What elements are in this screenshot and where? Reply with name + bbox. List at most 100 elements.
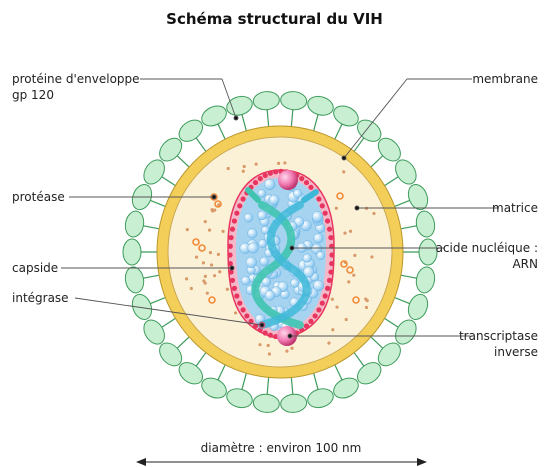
label-protease: protéase	[12, 189, 65, 205]
gp120-bead	[280, 393, 308, 413]
gp120-bead	[306, 94, 336, 118]
capsid-rim-dot	[323, 293, 328, 298]
matrix-dot	[210, 263, 213, 266]
matrix-dot	[335, 207, 338, 210]
capsid-sphere	[264, 179, 275, 190]
matrix-dot	[243, 165, 246, 168]
capsid-rim-dot	[323, 211, 328, 216]
matrix-dot	[202, 261, 205, 264]
capsid-sphere	[246, 257, 257, 268]
matrix-dot	[213, 274, 216, 277]
matrix-dot	[258, 343, 261, 346]
gp120-bead	[198, 374, 229, 402]
capsid-rim-dot	[230, 278, 235, 283]
capsid-rim-dot	[325, 286, 330, 291]
gp120-bead	[253, 90, 281, 110]
matrix-dot	[217, 253, 220, 256]
matrix-dot	[208, 229, 211, 232]
label-nucleic-acid-line1: acide nucléique :	[430, 240, 538, 256]
diameter-arrow	[136, 458, 427, 466]
matrix-dot	[349, 230, 352, 233]
capsid-rim-dot	[320, 301, 325, 306]
capsid-rim-dot	[329, 252, 334, 257]
capsid-rim-dot	[268, 333, 273, 338]
capsid-sphere	[293, 189, 302, 198]
label-membrane: membrane	[470, 71, 538, 87]
matrix-dot	[285, 350, 288, 353]
capsid-rim-dot	[263, 173, 268, 178]
matrix-dot	[221, 230, 224, 233]
capsid-rim-dot	[263, 330, 268, 335]
matrix-dot	[227, 167, 230, 170]
matrix-dot	[327, 342, 330, 345]
label-nucleic-acid-line2: ARN	[430, 256, 538, 272]
capsid-rim-dot	[228, 261, 233, 266]
capsid-rim-dot	[329, 261, 334, 266]
label-transcriptase: transcriptase inverse	[450, 328, 538, 360]
gp120-bead	[225, 386, 255, 410]
capsid-rim-dot	[308, 319, 313, 324]
capsid-rim-dot	[232, 286, 237, 291]
capsid-sphere	[290, 279, 299, 288]
matrix-dot	[234, 311, 237, 314]
matrix-dot	[277, 162, 280, 165]
matrix-dot	[186, 228, 189, 231]
matrix-dot	[331, 328, 334, 331]
capsid-sphere	[248, 243, 259, 254]
capsid-sphere	[313, 280, 324, 291]
matrix-dot	[204, 282, 207, 285]
matrix-dot	[335, 305, 338, 308]
matrix-dot	[255, 162, 258, 165]
capsid-rim-dot	[258, 176, 263, 181]
matrix-dot	[372, 212, 375, 215]
gp120-bead	[123, 265, 145, 294]
capsid-sphere	[247, 229, 257, 239]
capsid-sphere	[244, 213, 253, 222]
matrix-dot	[195, 256, 198, 259]
matrix-dot	[267, 344, 270, 347]
matrix-dot	[290, 347, 293, 350]
matrix-dot	[331, 298, 334, 301]
gp120-bead	[330, 374, 361, 402]
capsid-rim-dot	[228, 244, 233, 249]
gp120-bead	[405, 292, 431, 323]
label-envelope-protein: protéine d'enveloppe gp 120	[12, 71, 140, 103]
diameter-label: diamètre : environ 100 nm	[200, 440, 362, 456]
capsid-rim-dot	[229, 235, 234, 240]
matrix-dot	[366, 299, 369, 302]
gp120-bead	[129, 292, 155, 323]
capsid-rim-dot	[268, 171, 273, 176]
matrix-dot	[347, 280, 350, 283]
capsid-sphere	[258, 239, 266, 247]
label-matrice: matrice	[480, 200, 538, 216]
capsid-rim-dot	[232, 218, 237, 223]
capsid-rim-dot	[230, 227, 235, 232]
capsid-sphere	[312, 211, 323, 222]
gp120-bead	[123, 210, 145, 239]
capsid-rim-dot	[253, 180, 258, 185]
capsid-rim-dot	[240, 307, 245, 312]
capsid-rim-dot	[304, 180, 309, 185]
capsid-sphere	[269, 195, 279, 205]
capsid-rim-dot	[328, 269, 333, 274]
capsid-sphere	[258, 189, 266, 197]
matrix-dot	[242, 170, 245, 173]
capsid-rim-dot	[308, 185, 313, 190]
gp120-bead	[414, 210, 436, 239]
gp120-bead	[306, 386, 336, 410]
gp120-bead	[330, 102, 361, 130]
matrix-dot	[218, 270, 221, 273]
label-capside: capside	[12, 260, 58, 276]
matrix-dot	[343, 231, 346, 234]
gp120-bead	[280, 90, 308, 110]
label-integrase: intégrase	[12, 290, 69, 306]
capsid-rim-dot	[320, 203, 325, 208]
matrix-dot	[283, 161, 286, 164]
capsid-sphere	[260, 257, 269, 266]
label-transcriptase-line1: transcriptase	[450, 328, 538, 344]
matrix-dot	[365, 306, 368, 309]
capsid-rim-dot	[299, 176, 304, 181]
label-envelope-protein-line2: gp 120	[12, 87, 140, 103]
capsid-rim-dot	[240, 196, 245, 201]
